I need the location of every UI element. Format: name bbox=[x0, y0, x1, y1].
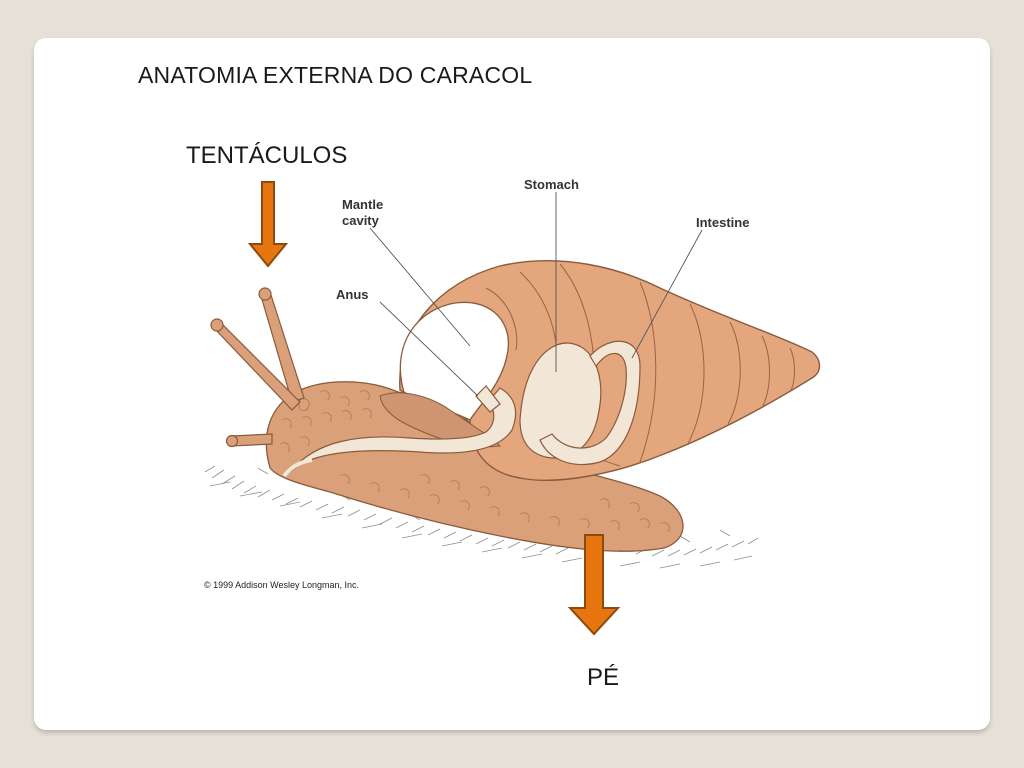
label-mantle-cavity-1: Mantle bbox=[342, 197, 383, 212]
tentacles-label: TENTÁCULOS bbox=[186, 142, 348, 169]
leader-lines bbox=[369, 192, 703, 397]
snail-foot bbox=[265, 381, 684, 552]
foot-label: PÉ bbox=[587, 664, 620, 691]
label-stomach: Stomach bbox=[524, 177, 579, 192]
foot-texture bbox=[279, 390, 670, 533]
arrow-down-icon-foot bbox=[567, 534, 621, 636]
copyright-text: © 1999 Addison Wesley Longman, Inc. bbox=[204, 580, 359, 590]
shell-whorls bbox=[485, 263, 795, 467]
tentacles bbox=[210, 287, 305, 448]
label-mantle-cavity-2: cavity bbox=[342, 213, 380, 228]
label-anus: Anus bbox=[336, 287, 369, 302]
label-intestine: Intestine bbox=[696, 215, 749, 230]
mouth-line bbox=[282, 458, 313, 478]
slide-title: ANATOMIA EXTERNA DO CARACOL bbox=[138, 62, 533, 88]
digestive-tract bbox=[289, 340, 641, 473]
head-ridge bbox=[379, 392, 502, 448]
arrow-down-icon-tentacles bbox=[247, 181, 289, 268]
